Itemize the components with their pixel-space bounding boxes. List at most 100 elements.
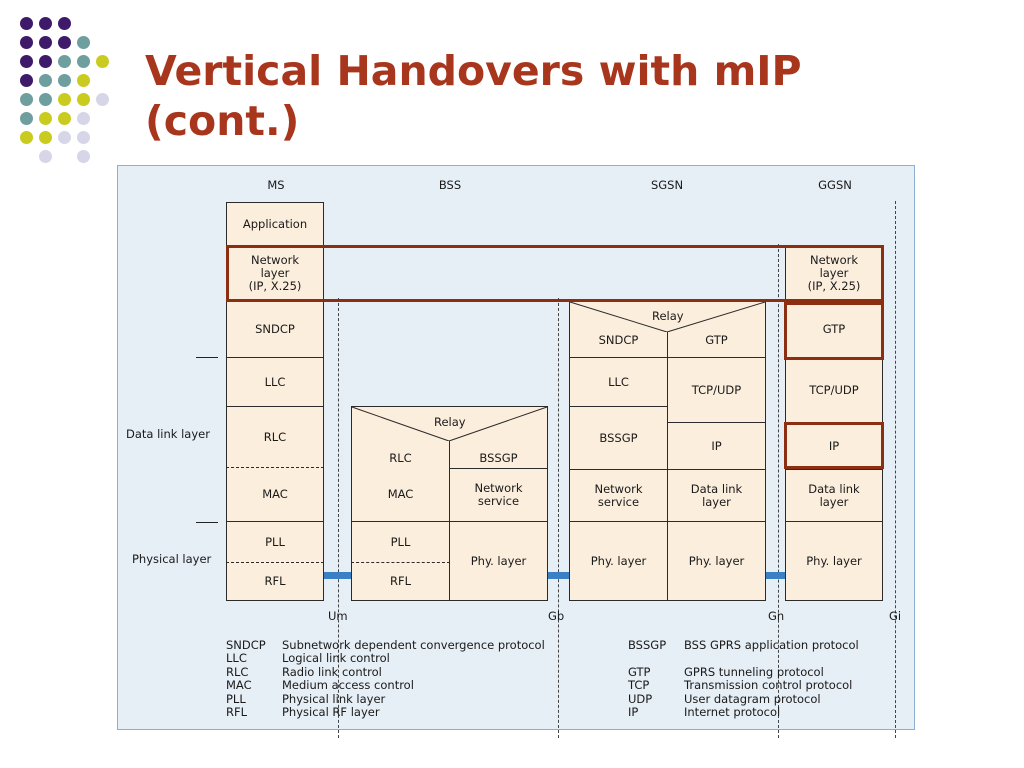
sgsn-relay-funnel (569, 301, 766, 333)
ggsn-ip-highlight (784, 422, 884, 469)
legend-abbr (628, 652, 684, 665)
legend-row: UDP User datagram protocol (628, 691, 859, 706)
dot (77, 131, 90, 144)
ggsn-gtp: GTP (785, 300, 883, 358)
legend-row: TCP Transmission control protocol (628, 678, 859, 693)
interface-gi: Gi (889, 609, 902, 623)
legend-abbr: SNDCP (226, 638, 266, 652)
legend-abbr: UDP (628, 691, 653, 706)
dot (77, 150, 90, 163)
ms-rlc: RLC (226, 406, 324, 468)
node-label-bss: BSS (438, 178, 462, 192)
dot (20, 93, 33, 106)
sgsn-phy-layer-left: Phy. layer (569, 521, 668, 601)
dot (58, 93, 71, 106)
legend-text: Internet protocol (684, 705, 781, 720)
legend-abbr: IP (628, 705, 639, 720)
network-layer-highlight (226, 245, 884, 302)
sgsn-phy-layer-right: Phy. layer (667, 521, 766, 601)
dot (20, 36, 33, 49)
dot (77, 93, 90, 106)
dot (77, 74, 90, 87)
dot (20, 17, 33, 30)
legend-row: MAC Medium access control (226, 678, 545, 693)
interface-gn: Gn (768, 609, 785, 623)
interface-gb: Gb (548, 609, 565, 623)
ms-llc: LLC (226, 357, 324, 407)
sgsn-relay-box (569, 301, 766, 333)
legend-text: User datagram protocol (684, 691, 821, 706)
dot (39, 36, 52, 49)
ggsn-tcpudp: TCP/UDP (785, 357, 883, 423)
ms-rfl: RFL (226, 563, 324, 601)
bss-pll: PLL (351, 521, 450, 563)
legend-abbr: MAC (226, 678, 252, 693)
dot (58, 112, 71, 125)
legend-abbr: BSSGP (628, 638, 667, 652)
ggsn-gtp-highlight (784, 302, 884, 360)
legend-text: Physical RF layer (282, 705, 380, 720)
dot (20, 112, 33, 125)
legend-row: IP Internet protocol (628, 705, 859, 720)
dot (20, 55, 33, 68)
node-label-ms: MS (267, 178, 285, 192)
ggsn-data-link-layer: Data link layer (785, 469, 883, 522)
slide-title-line-2: (cont.) (145, 97, 300, 145)
legend-abbr: PLL (226, 691, 246, 706)
dot (77, 112, 90, 125)
legend-row (628, 652, 859, 665)
data-link-bottom-tick (196, 522, 218, 523)
protocol-stack-diagram: MS BSS SGSN GGSN Data link layer Physica… (117, 165, 915, 738)
bss-mac: MAC (351, 468, 450, 522)
legend-text: Medium access control (282, 678, 414, 693)
slide-title: Vertical Handovers with mIP (cont.) (145, 46, 802, 146)
bss-relay-funnel (351, 406, 548, 442)
legend-abbr: TCP (628, 678, 650, 693)
dot (20, 131, 33, 144)
legend-row: BSSGP BSS GPRS application protocol (628, 638, 859, 652)
bss-rlc: RLC (351, 441, 450, 469)
bss-network-service: Network service (449, 468, 548, 522)
dot (58, 131, 71, 144)
ggsn-network-layer: Network layer (IP, X.25) (785, 246, 883, 300)
gn-link (764, 572, 786, 579)
legend-text: BSS GPRS application protocol (684, 638, 859, 652)
bss-relay-label: Relay (434, 415, 466, 429)
sgsn-sndcp: SNDCP (569, 332, 668, 358)
bss-phy-layer: Phy. layer (449, 521, 548, 601)
legend-text: Subnetwork dependent convergence protoco… (282, 638, 545, 652)
dot (58, 55, 71, 68)
ms-application: Application (226, 202, 324, 246)
legend-row: SNDCP Subnetwork dependent convergence pr… (226, 638, 545, 652)
data-link-top-tick (196, 357, 218, 358)
slide-title-line-1: Vertical Handovers with mIP (145, 47, 802, 95)
dot (58, 17, 71, 30)
sgsn-relay-label: Relay (652, 309, 684, 323)
dot (77, 36, 90, 49)
dot (39, 93, 52, 106)
ms-pll: PLL (226, 521, 324, 563)
dot (96, 93, 109, 106)
bss-bssgp: BSSGP (449, 441, 548, 469)
dot (39, 74, 52, 87)
sgsn-ip: IP (667, 422, 766, 470)
sgsn-data-link-layer: Data link layer (667, 469, 766, 522)
dot (20, 74, 33, 87)
ggsn-phy-layer: Phy. layer (785, 521, 883, 601)
sgsn-llc: LLC (569, 357, 668, 407)
sgsn-gtp: GTP (667, 332, 766, 358)
um-divider (338, 298, 339, 738)
legend-text: Radio link control (282, 664, 382, 679)
legend-text: Transmission control protocol (684, 678, 853, 693)
dot (58, 74, 71, 87)
legend-abbr: LLC (226, 651, 247, 666)
dot (39, 55, 52, 68)
dot (77, 55, 90, 68)
bss-relay-box (351, 406, 548, 442)
gb-link (547, 572, 571, 579)
physical-layer-label: Physical layer (132, 552, 212, 566)
dot (39, 131, 52, 144)
